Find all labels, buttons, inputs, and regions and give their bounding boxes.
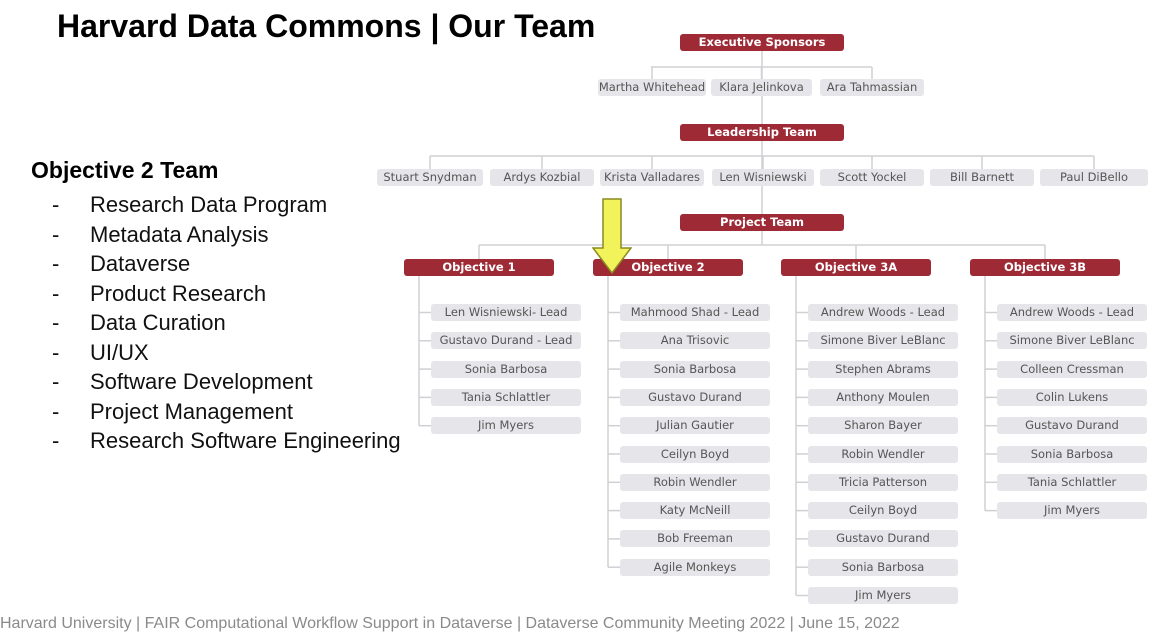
objective-member-node: Stephen Abrams	[808, 360, 958, 378]
list-bullet: -	[52, 280, 60, 306]
leadership-member-node: Scott Yockel	[820, 169, 924, 186]
objective-header: Objective 3B	[970, 259, 1120, 276]
objective-member-node: Robin Wendler	[620, 473, 770, 491]
executive-sponsor-node: Klara Jelinkova	[711, 79, 812, 96]
objective-member-node: Colleen Cressman	[997, 360, 1147, 378]
objective-member-node: Gustavo Durand	[808, 530, 958, 548]
objective-header: Objective 2	[593, 259, 743, 276]
objective-member-node: Agile Monkeys	[620, 558, 770, 576]
objective-member-node: Jim Myers	[997, 502, 1147, 520]
objective-member-node: Sharon Bayer	[808, 417, 958, 435]
list-item-label: Product Research	[90, 280, 267, 306]
objective-member-node: Andrew Woods - Lead	[997, 304, 1147, 321]
objective-member-node: Len Wisniewski- Lead	[431, 304, 581, 321]
list-bullet: -	[52, 428, 60, 453]
list-item-label: Software Development	[90, 369, 313, 394]
objective-heading: Objective 2 Team	[31, 157, 219, 183]
objective-member-node: Gustavo Durand	[997, 417, 1147, 435]
list-item-label: UI/UX	[90, 339, 149, 365]
objective-member-node: Tricia Patterson	[808, 473, 958, 491]
objective-member-node: Tania Schlattler	[431, 388, 581, 406]
objective-member-node: Bob Freeman	[620, 530, 770, 548]
objective-member-node: Gustavo Durand	[620, 388, 770, 406]
leadership-member-node: Paul DiBello	[1040, 169, 1148, 186]
objective-member-node: Colin Lukens	[997, 388, 1147, 406]
project-team-header: Project Team	[680, 214, 844, 231]
leadership-member-node: Bill Barnett	[930, 169, 1034, 186]
list-bullet: -	[52, 369, 60, 394]
objective-member-node: Ceilyn Boyd	[808, 502, 958, 520]
list-item-label: Dataverse	[90, 251, 191, 276]
list-bullet: -	[52, 192, 60, 217]
list-bullet: -	[52, 221, 60, 247]
objective-member-node: Simone Biver LeBlanc	[997, 332, 1147, 350]
objective-member-node: Katy McNeill	[620, 502, 770, 520]
list-item-label: Project Management	[90, 398, 293, 424]
objective-member-node: Jim Myers	[431, 417, 581, 435]
objective-header: Objective 1	[404, 259, 554, 276]
list-bullet: -	[52, 339, 60, 365]
objective-member-node: Sonia Barbosa	[431, 360, 581, 378]
page-title: Harvard Data Commons | Our Team	[57, 8, 596, 44]
objective-member-node: Sonia Barbosa	[997, 445, 1147, 463]
objective-member-node: Mahmood Shad - Lead	[620, 304, 770, 321]
objective-member-node: Sonia Barbosa	[620, 360, 770, 378]
list-item-label: Metadata Analysis	[90, 221, 269, 247]
objective-member-node: Jim Myers	[808, 587, 958, 604]
objective-member-node: Simone Biver LeBlanc	[808, 332, 958, 350]
footer-text: Harvard University | FAIR Computational …	[0, 615, 900, 632]
executive-sponsor-node: Martha Whitehead	[598, 79, 706, 96]
objective-member-node: Ana Trisovic	[620, 332, 770, 350]
list-item-label: Data Curation	[90, 310, 226, 335]
objective-member-node: Tania Schlattler	[997, 473, 1147, 491]
leadership-member-node: Len Wisniewski	[712, 169, 814, 186]
list-bullet: -	[52, 310, 60, 335]
down-arrow-icon	[592, 198, 632, 274]
leadership-member-node: Krista Valladares	[600, 169, 704, 186]
leadership-member-node: Stuart Snydman	[377, 169, 483, 186]
objective-member-node: Gustavo Durand - Lead	[431, 332, 581, 350]
list-bullet: -	[52, 398, 60, 424]
executive-sponsors-header: Executive Sponsors	[680, 34, 844, 51]
objective-member-node: Robin Wendler	[808, 445, 958, 463]
list-bullet: -	[52, 251, 60, 276]
list-item-label: Research Data Program	[90, 192, 328, 217]
objective-header: Objective 3A	[781, 259, 931, 276]
objective-member-node: Sonia Barbosa	[808, 558, 958, 576]
objective-member-node: Anthony Moulen	[808, 388, 958, 406]
objective-member-node: Andrew Woods - Lead	[808, 304, 958, 321]
objective-member-node: Julian Gautier	[620, 417, 770, 435]
leadership-team-header: Leadership Team	[680, 124, 844, 141]
objective-member-node: Ceilyn Boyd	[620, 445, 770, 463]
executive-sponsor-node: Ara Tahmassian	[820, 79, 924, 96]
leadership-member-node: Ardys Kozbial	[490, 169, 594, 186]
list-item-label: Research Software Engineering	[90, 428, 401, 453]
